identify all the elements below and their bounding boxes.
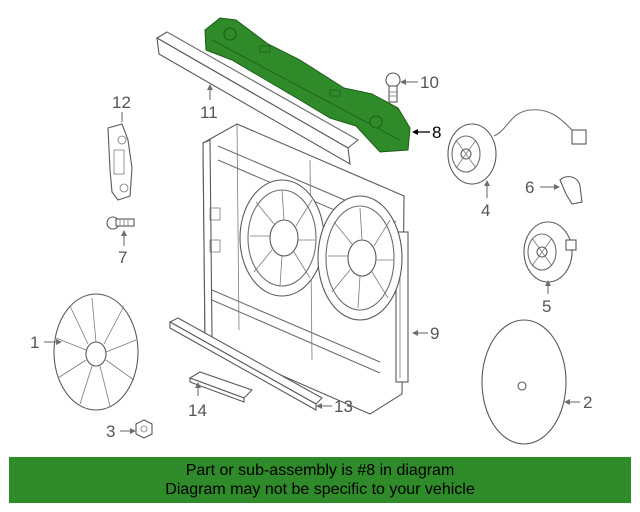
- banner-line-disclaimer: Diagram may not be specific to your vehi…: [165, 481, 475, 498]
- callout-6: 6: [525, 178, 534, 197]
- part-1-fan: [53, 293, 139, 411]
- part-7-bolt: [106, 216, 135, 230]
- callout-1: 1: [30, 333, 39, 352]
- callout-5: 5: [542, 297, 551, 316]
- callout-14: 14: [188, 401, 207, 420]
- callout-numbers: 1 2 3 4 5 6 7 8 9 10 11 12 13 14: [30, 73, 592, 441]
- part-8-highlighted-support: [204, 17, 411, 153]
- callout-2: 2: [583, 393, 592, 412]
- info-banner: Part or sub-assembly is #8 in diagram Di…: [9, 457, 631, 503]
- exploded-parts-diagram: 1 2 3 4 5 6 7 8 9 10 11 12 13 14: [30, 17, 592, 445]
- callout-4: 4: [481, 201, 490, 220]
- callout-9: 9: [430, 324, 439, 343]
- part-6-clip: [559, 176, 583, 205]
- banner-line-part-info: Part or sub-assembly is #8 in diagram: [185, 462, 455, 479]
- part-5-fan-motor: [523, 221, 577, 283]
- part-3-nut: [135, 419, 153, 439]
- part-13-seal-strip: [168, 317, 323, 411]
- callout-11: 11: [200, 103, 218, 122]
- part-11-seal-strip: [155, 31, 359, 166]
- part-4-fan-motor: [447, 109, 587, 185]
- part-12-bracket: [107, 123, 133, 201]
- callout-13: 13: [334, 397, 353, 416]
- callout-12: 12: [112, 93, 131, 112]
- part-2-disc: [481, 319, 567, 445]
- part-14-pad: [188, 371, 254, 403]
- callout-10: 10: [420, 73, 439, 92]
- leader-lines: [44, 79, 580, 434]
- part-10-bolt: [385, 72, 401, 103]
- callout-7: 7: [118, 248, 127, 267]
- part-9-fan-shroud: [202, 123, 409, 415]
- callout-8: 8: [432, 123, 441, 142]
- callout-3: 3: [106, 422, 115, 441]
